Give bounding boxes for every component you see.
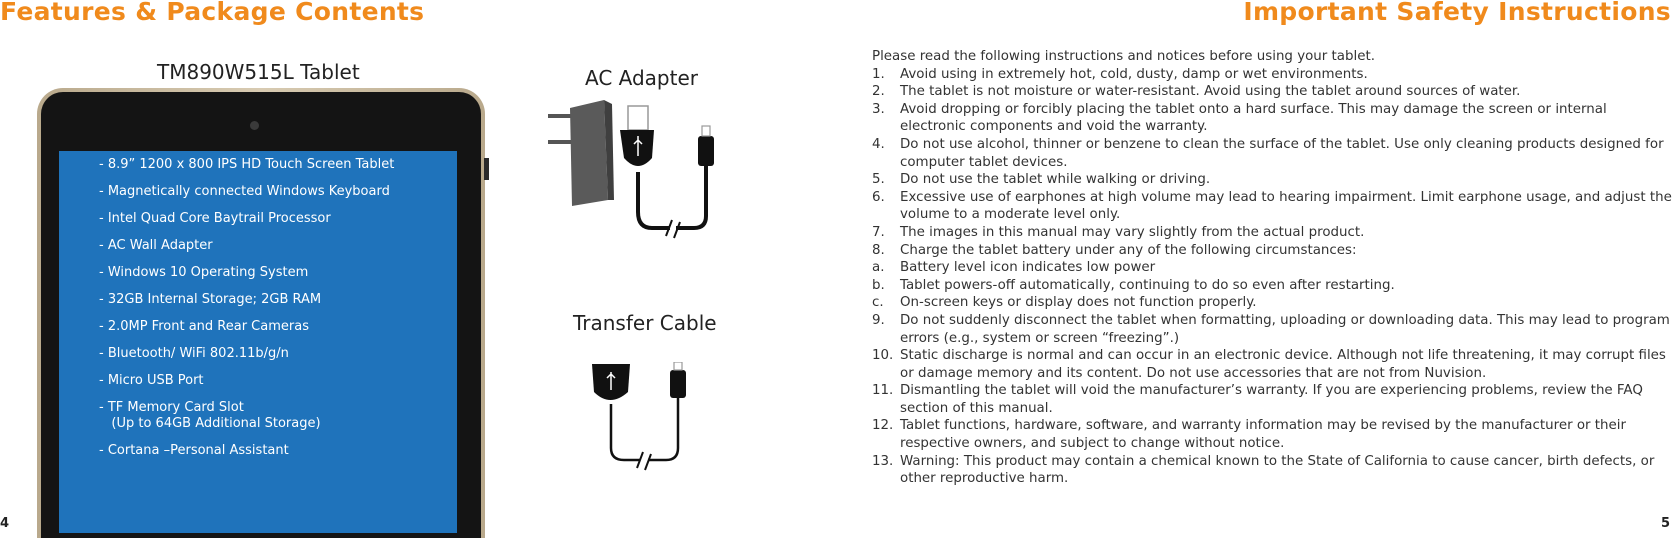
safety-item: 9. Do not suddenly disconnect the tablet …: [872, 312, 1672, 347]
safety-item-text: Do not use the tablet while walking or d…: [900, 172, 1211, 188]
safety-item-number: 10.: [872, 348, 894, 364]
feature-item: - 8.9” 1200 x 800 IPS HD Touch Screen Ta…: [99, 157, 395, 172]
feature-item: - Intel Quad Core Baytrail Processor: [99, 211, 331, 226]
safety-intro: Please read the following instructions a…: [872, 49, 1375, 64]
safety-item-text: The tablet is not moisture or water-resi…: [900, 84, 1521, 100]
safety-item-text: Battery level icon indicates low power: [900, 260, 1156, 276]
page-number-right: 5: [1660, 516, 1670, 531]
safety-item: 6. Excessive use of earphones at high vol…: [872, 189, 1672, 224]
safety-item-number: c.: [872, 295, 884, 311]
safety-item: 11. Dismantling the tablet will void the …: [872, 382, 1672, 417]
safety-item-text: Tablet functions, hardware, software, an…: [900, 418, 1626, 452]
feature-item: - TF Memory Card Slot (Up to 64GB Additi…: [99, 400, 321, 431]
feature-item: - Cortana –Personal Assistant: [99, 443, 289, 458]
safety-item-text: Do not use alcohol, thinner or benzene t…: [900, 136, 1664, 170]
feature-item: - AC Wall Adapter: [99, 238, 213, 253]
tablet-screen: - 8.9” 1200 x 800 IPS HD Touch Screen Ta…: [59, 151, 457, 533]
safety-item-number: 8.: [872, 242, 885, 258]
safety-item-number: 5.: [872, 172, 885, 188]
safety-item-text: Avoid dropping or forcibly placing the t…: [900, 101, 1607, 135]
safety-item-number: 1.: [872, 66, 885, 82]
safety-item: a. Battery level icon indicates low power: [872, 259, 1672, 277]
safety-item-number: 9.: [872, 312, 885, 328]
safety-item-number: 4.: [872, 136, 885, 152]
feature-item: - Micro USB Port: [99, 373, 204, 388]
safety-item-number: 12.: [872, 418, 894, 434]
safety-item-text: On-screen keys or display does not funct…: [900, 295, 1257, 311]
tablet-model-label: TM890W515L Tablet: [157, 60, 360, 84]
transfer-cable-label: Transfer Cable: [573, 311, 717, 335]
safety-item: c. On-screen keys or display does not fun…: [872, 294, 1672, 312]
safety-item: 5. Do not use the tablet while walking or…: [872, 171, 1672, 189]
features-heading: Features & Package Contents: [0, 0, 425, 26]
safety-item-number: 2.: [872, 84, 885, 100]
camera-icon: [250, 121, 259, 130]
safety-item-number: 3.: [872, 101, 885, 117]
safety-item-text: Warning: This product may contain a chem…: [900, 453, 1655, 487]
safety-item-number: 13.: [872, 453, 894, 469]
safety-instructions: Please read the following instructions a…: [872, 48, 1672, 488]
safety-item-text: Do not suddenly disconnect the tablet wh…: [900, 312, 1670, 346]
safety-item-number: 6.: [872, 189, 885, 205]
feature-item: - 2.0MP Front and Rear Cameras: [99, 319, 309, 334]
safety-item: 8. Charge the tablet battery under any of…: [872, 242, 1672, 260]
safety-item-text: Static discharge is normal and can occur…: [900, 348, 1666, 381]
safety-item: 2. The tablet is not moisture or water-re…: [872, 83, 1672, 101]
safety-item-number: 11.: [872, 383, 894, 399]
safety-item-text: The images in this manual may vary sligh…: [900, 224, 1365, 240]
safety-item-number: a.: [872, 260, 885, 276]
feature-item: - Bluetooth/ WiFi 802.11b/g/n: [99, 346, 289, 361]
feature-item: - Magnetically connected Windows Keyboar…: [99, 184, 390, 199]
safety-item: 7. The images in this manual may vary sli…: [872, 224, 1672, 242]
safety-item: b. Tablet powers-off automatically, conti…: [872, 277, 1672, 295]
safety-item-number: 7.: [872, 224, 885, 240]
ac-adapter-icon: [548, 100, 714, 239]
feature-list: - 8.9” 1200 x 800 IPS HD Touch Screen Ta…: [59, 151, 457, 459]
safety-item-number: b.: [872, 277, 885, 293]
safety-item: 13. Warning: This product may contain a c…: [872, 453, 1672, 488]
safety-item: 4. Do not use alcohol, thinner or benzene…: [872, 136, 1672, 171]
safety-item-text: Excessive use of earphones at high volum…: [900, 189, 1672, 223]
page-number-left: 4: [0, 516, 10, 531]
safety-item-text: Tablet powers-off automatically, continu…: [900, 277, 1395, 293]
safety-item: 12. Tablet functions, hardware, software,…: [872, 417, 1672, 452]
feature-item: - Windows 10 Operating System: [99, 265, 309, 280]
safety-item: 3. Avoid dropping or forcibly placing the…: [872, 101, 1672, 136]
safety-item-text: Avoid using in extremely hot, cold, dust…: [900, 66, 1368, 82]
safety-item-text: Dismantling the tablet will void the man…: [900, 383, 1643, 416]
tablet-side-button: [484, 158, 489, 180]
safety-heading: Important Safety Instructions: [1243, 0, 1671, 26]
safety-item: 1. Avoid using in extremely hot, cold, du…: [872, 66, 1672, 84]
ac-adapter-label: AC Adapter: [585, 66, 698, 90]
safety-list: 1. Avoid using in extremely hot, cold, du…: [872, 66, 1672, 488]
safety-item-text: Charge the tablet battery under any of t…: [900, 242, 1357, 258]
feature-item: - 32GB Internal Storage; 2GB RAM: [99, 292, 322, 307]
transfer-cable-icon: [592, 362, 686, 471]
safety-item: 10. Static discharge is normal and can oc…: [872, 347, 1672, 382]
